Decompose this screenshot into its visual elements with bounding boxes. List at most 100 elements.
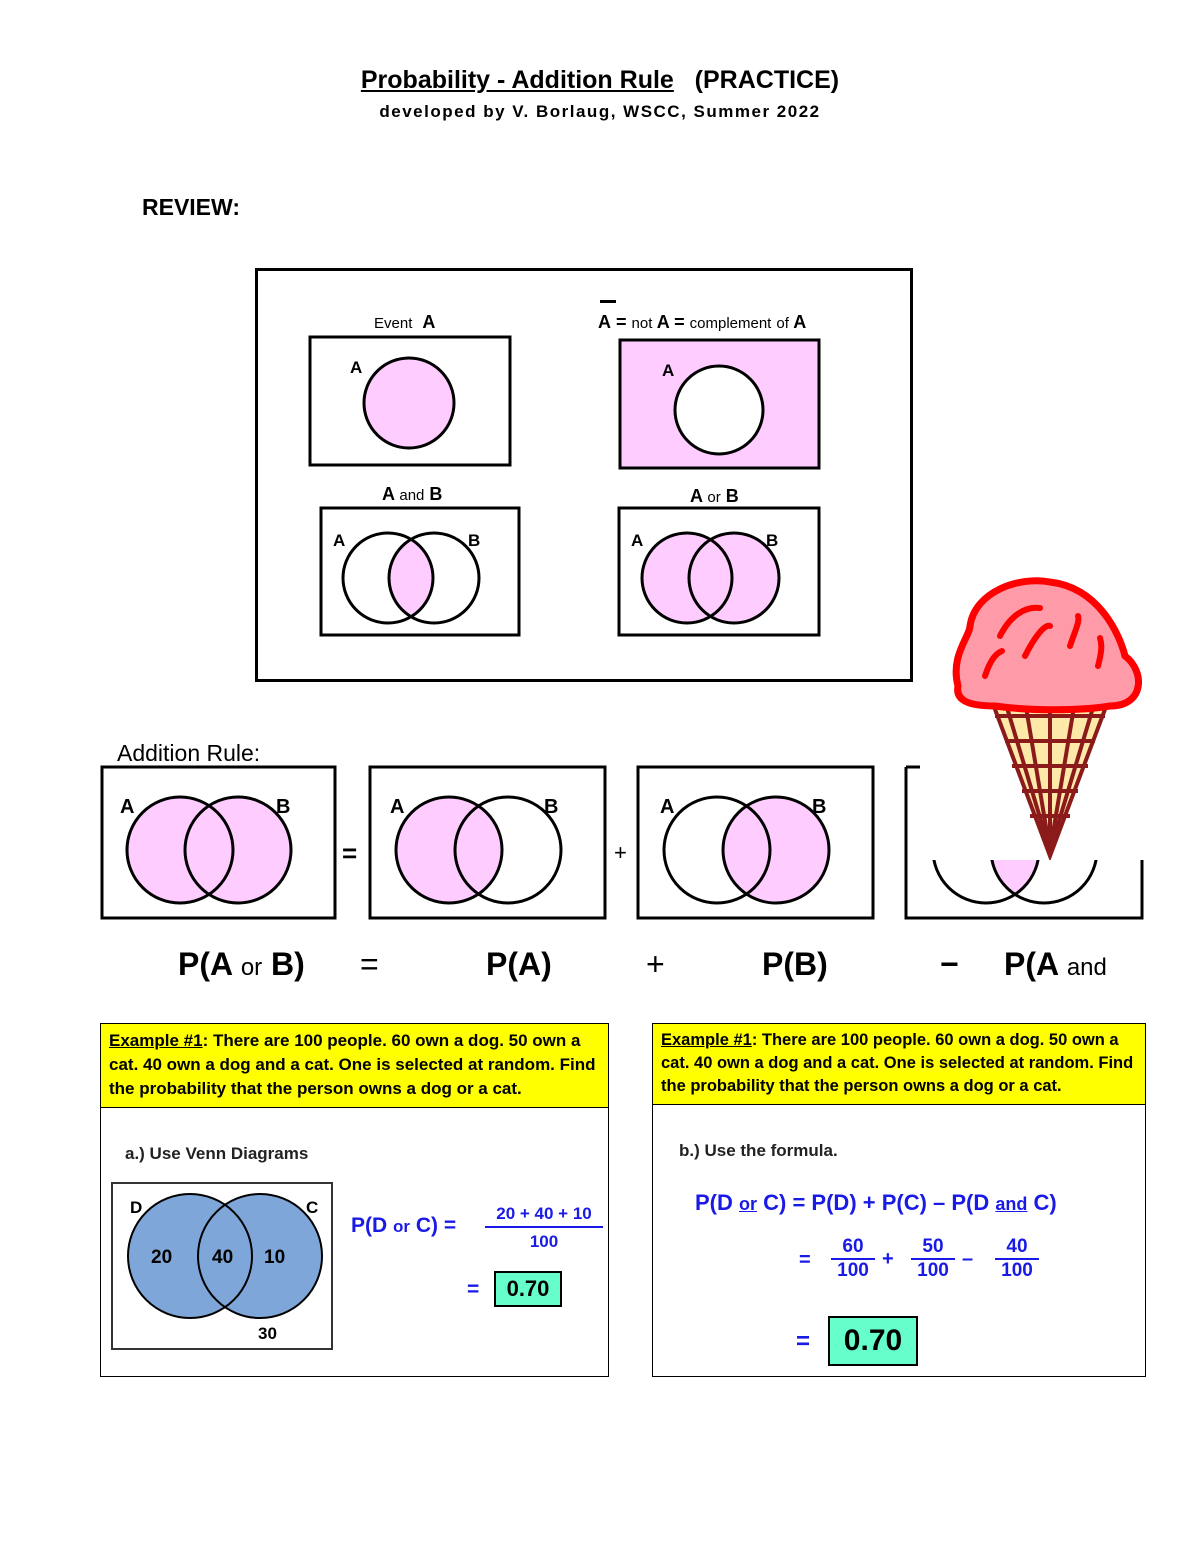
example-left-answer: 0.70 xyxy=(494,1271,562,1307)
example-right-label: Example #1 xyxy=(661,1031,752,1049)
venn-value-only-d: 20 xyxy=(151,1247,172,1268)
addition-rule-heading: Addition Rule: xyxy=(117,740,261,766)
example-right-answer: 0.70 xyxy=(828,1316,918,1366)
rf-eq: = xyxy=(799,1249,811,1271)
rule-op-equals: = xyxy=(342,838,358,868)
complement-not: not xyxy=(631,315,653,332)
page-title: Probability - Addition Rule (PRACTICE) xyxy=(0,66,1200,95)
formula-pb: P(B) xyxy=(762,946,828,982)
or-b: B xyxy=(725,486,739,506)
complement-eq1: = xyxy=(616,312,627,332)
venn-label-b: B xyxy=(468,531,480,550)
rf-minus: – xyxy=(962,1248,974,1270)
review-heading: REVIEW: xyxy=(142,194,240,220)
rule-venn-union: A B xyxy=(100,765,337,920)
venn-a-or-b: A B xyxy=(617,506,821,637)
ice-cream-cone-icon xyxy=(952,577,1142,860)
complement-bar xyxy=(600,300,616,303)
example-right-formula: P(D or C) = P(D) + P(C) – P(D and C) xyxy=(695,1190,1057,1216)
venn-value-both: 40 xyxy=(212,1247,233,1268)
example-left-text: : There are 100 people. 60 own a dog. 50… xyxy=(109,1031,596,1098)
fraction-numerator: 20 + 40 + 10 xyxy=(485,1204,603,1228)
formula-pa-open: P(A xyxy=(178,946,232,982)
rf-n1: 60 xyxy=(831,1236,875,1260)
venn-label-a: A xyxy=(662,361,674,380)
formula-pa: P(A) xyxy=(486,946,552,982)
example-left-fraction: 20 + 40 + 10 100 xyxy=(485,1204,603,1252)
venn-label-a: A xyxy=(660,796,674,818)
rule-venn-b: A B xyxy=(636,765,875,920)
event-a-label: Event A xyxy=(374,312,435,333)
example-left-part: a.) Use Venn Diagrams xyxy=(125,1144,309,1163)
venn-label-c: C xyxy=(306,1198,318,1217)
rule-venn-intersection xyxy=(904,765,1144,920)
and-a: A xyxy=(382,484,395,504)
rf-n2: 50 xyxy=(911,1236,955,1260)
fraction-denominator: 100 xyxy=(529,1232,559,1251)
venn-label-a: A xyxy=(333,531,345,550)
venn-label-a: A xyxy=(120,796,134,818)
expr-or: or xyxy=(393,1217,411,1236)
rf-mid: C) = P(D) + P(C) – P(D xyxy=(763,1190,990,1215)
or-word: or xyxy=(707,489,721,506)
example-right-part: b.) Use the formula. xyxy=(679,1141,838,1160)
venn-value-only-c: 10 xyxy=(264,1247,285,1268)
venn-label-a: A xyxy=(350,358,362,377)
complement-a-bar: A xyxy=(598,312,611,332)
rf-and: and xyxy=(995,1194,1028,1214)
and-b: B xyxy=(429,484,443,504)
example-right-prompt: Example #1: There are 100 people. 60 own… xyxy=(653,1024,1145,1105)
title-main: Probability - Addition Rule xyxy=(360,66,674,94)
complement-a2: A xyxy=(656,312,670,332)
rf-d1: 100 xyxy=(837,1260,869,1281)
venn-label-b: B xyxy=(812,796,826,818)
venn-value-neither: 30 xyxy=(258,1324,277,1343)
formula-plus: + xyxy=(646,946,665,982)
venn-label-d: D xyxy=(130,1198,142,1217)
event-letter: A xyxy=(422,312,436,332)
venn-complement: A xyxy=(618,338,821,470)
rf-fraction-1: 60 100 xyxy=(831,1236,875,1282)
or-a: A xyxy=(690,486,703,506)
example-left-prompt: Example #1: There are 100 people. 60 own… xyxy=(101,1024,608,1108)
rf-fraction-3: 40 100 xyxy=(995,1236,1039,1282)
venn-event-a: A xyxy=(308,335,512,467)
rule-op-plus: + xyxy=(614,840,627,865)
expr-c: C) = xyxy=(415,1214,457,1237)
venn-label-b: B xyxy=(766,531,778,550)
venn-a-and-b: A B xyxy=(319,506,521,637)
venn-label-b: B xyxy=(544,796,558,818)
rf-pd: P(D xyxy=(695,1190,733,1215)
formula-or: or xyxy=(240,954,263,981)
example-left-label: Example #1 xyxy=(109,1031,203,1050)
example-left-equals: = xyxy=(467,1278,480,1301)
rf-fraction-2: 50 100 xyxy=(911,1236,955,1282)
and-word: and xyxy=(399,487,425,504)
example-left-expr: P(D or C) = xyxy=(351,1214,456,1238)
rf-d2: 100 xyxy=(917,1260,949,1281)
complement-of: of xyxy=(776,315,789,332)
complement-word: complement xyxy=(689,315,772,332)
rf-d3: 100 xyxy=(1001,1260,1033,1281)
formula-p-a-or-b: P(A or B) xyxy=(178,946,305,983)
or-label: A or B xyxy=(690,486,739,507)
formula-and: and xyxy=(1066,954,1107,981)
venn-label-a: A xyxy=(631,531,643,550)
example-left-card: Example #1: There are 100 people. 60 own… xyxy=(100,1023,609,1377)
example-right-text: : There are 100 people. 60 own a dog. 50… xyxy=(661,1031,1134,1095)
formula-b-close: B) xyxy=(271,946,305,982)
rf-n3: 40 xyxy=(995,1236,1039,1260)
complement-eq2: = xyxy=(674,312,685,332)
venn-dog-cat: D C 20 40 10 30 xyxy=(111,1182,333,1350)
and-label: A and B xyxy=(382,484,442,505)
expr-pd: P(D xyxy=(351,1214,388,1237)
formula-p-a-and: P(A and xyxy=(1004,946,1107,983)
rf-c: C) xyxy=(1033,1190,1057,1215)
example-right-card: Example #1: There are 100 people. 60 own… xyxy=(652,1023,1146,1377)
formula-equals: = xyxy=(360,946,379,982)
review-box xyxy=(255,268,913,682)
page-subtitle: developed by V. Borlaug, WSCC, Summer 20… xyxy=(379,102,821,121)
formula-pand-open: P(A xyxy=(1004,946,1058,982)
formula-minus: − xyxy=(940,946,959,982)
rf-final-eq: = xyxy=(796,1328,811,1355)
